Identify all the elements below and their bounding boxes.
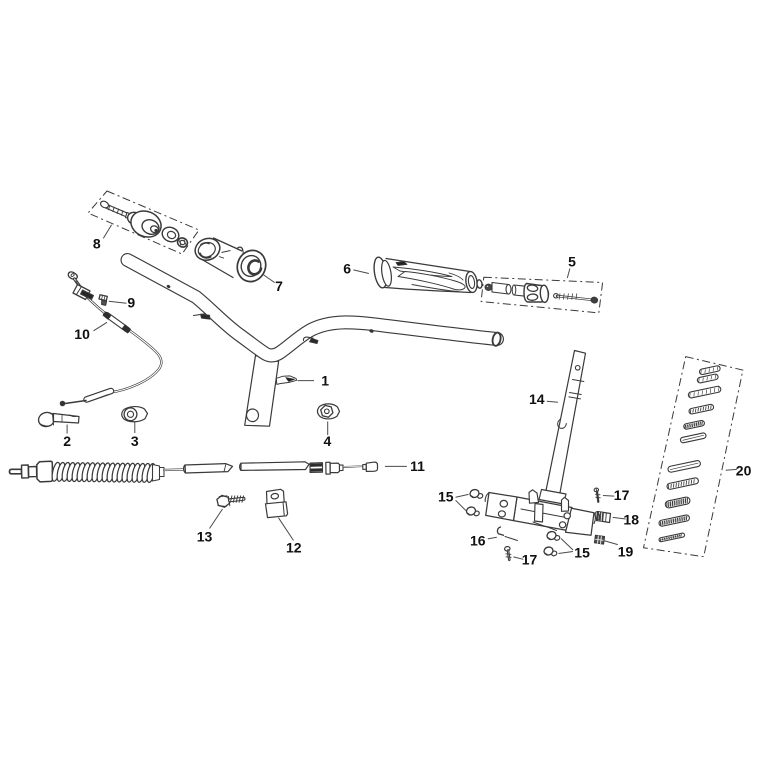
- svg-text:11: 11: [410, 458, 425, 474]
- svg-text:14: 14: [529, 391, 545, 407]
- svg-text:2: 2: [63, 433, 71, 449]
- svg-text:15: 15: [438, 488, 454, 504]
- svg-text:3: 3: [131, 433, 139, 449]
- svg-text:4: 4: [324, 433, 332, 449]
- svg-text:17: 17: [614, 487, 630, 503]
- svg-text:10: 10: [74, 326, 90, 342]
- svg-text:18: 18: [623, 511, 639, 527]
- svg-text:1: 1: [321, 372, 329, 388]
- svg-text:20: 20: [736, 462, 752, 478]
- svg-text:12: 12: [286, 539, 302, 555]
- svg-text:6: 6: [343, 260, 351, 276]
- svg-text:17: 17: [522, 552, 538, 568]
- svg-text:13: 13: [197, 529, 213, 545]
- svg-text:5: 5: [568, 253, 576, 269]
- svg-text:9: 9: [127, 295, 135, 311]
- svg-text:15: 15: [574, 545, 590, 561]
- svg-text:7: 7: [275, 278, 283, 294]
- svg-text:8: 8: [93, 235, 101, 251]
- svg-text:16: 16: [470, 532, 486, 548]
- svg-text:19: 19: [618, 544, 634, 560]
